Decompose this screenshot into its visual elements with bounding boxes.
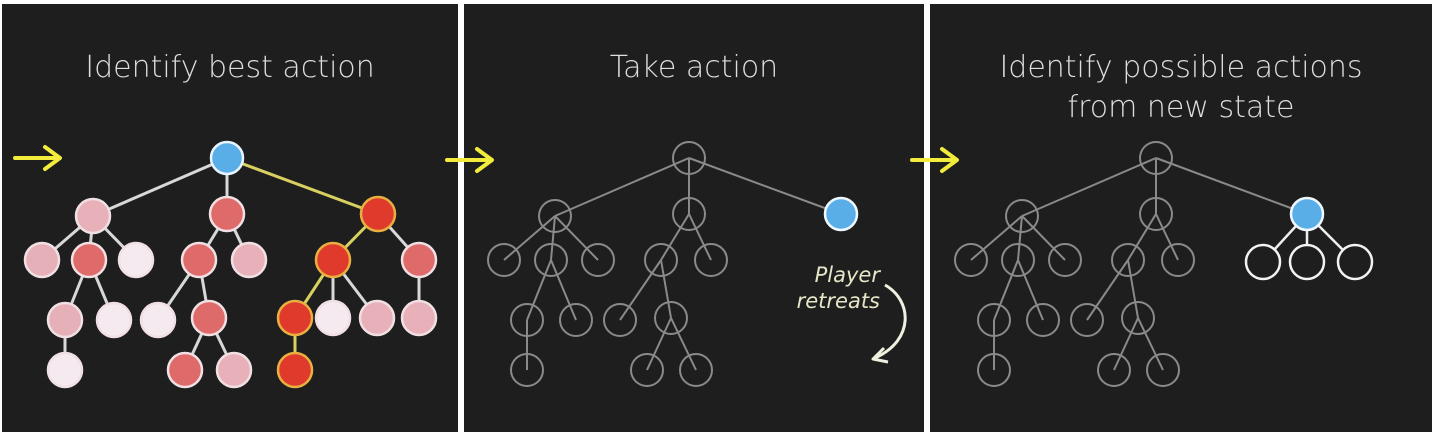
arrow-icon [910, 147, 959, 173]
tree-node [1005, 199, 1039, 233]
panel-title-line2: from new state [1067, 90, 1295, 125]
tree-node [1111, 243, 1145, 277]
tree-node [46, 351, 84, 389]
tree-edge [1127, 213, 1157, 261]
tree-edge [670, 317, 697, 371]
tree-edge [1021, 157, 1157, 217]
annotation-line2: retreats [796, 289, 880, 313]
tree-node [180, 241, 218, 279]
tree-node [1097, 353, 1131, 387]
tree-node [74, 197, 112, 235]
tree-node [644, 243, 678, 277]
tree-edge [526, 259, 552, 321]
tree-node [400, 241, 438, 279]
tree-node [581, 243, 615, 277]
tree-edge [619, 259, 662, 321]
tree-node [276, 351, 314, 389]
tree-edge [1086, 259, 1129, 321]
tree-node [400, 299, 438, 337]
possible-action-node [1336, 243, 1374, 281]
tree-edge [1017, 259, 1044, 321]
tree-node [1026, 303, 1060, 337]
arrowhead-icon [871, 346, 889, 364]
tree-node [1139, 141, 1173, 175]
tree-node [559, 303, 593, 337]
tree-edge [503, 215, 556, 261]
annotation-player-retreats: Player retreats [780, 262, 880, 314]
tree-node [1048, 243, 1082, 277]
annotation-line1: Player [814, 263, 880, 287]
tree-node [694, 243, 728, 277]
tree-edge [660, 259, 672, 319]
tree-edge [688, 157, 842, 215]
arrow-icon [13, 145, 62, 171]
tree-node [679, 353, 713, 387]
current-state-node [209, 140, 245, 176]
tree-node [654, 301, 688, 335]
possible-action-node [1288, 243, 1326, 281]
tree-edge [646, 317, 672, 371]
tree-edge [1021, 215, 1066, 261]
tree-edge [550, 215, 556, 261]
curved-arrow-icon [874, 283, 907, 360]
current-state-node [823, 196, 859, 232]
tree-node [190, 299, 228, 337]
tree-edge [993, 259, 1019, 321]
tree-edge [92, 156, 228, 218]
tree-node [538, 199, 572, 233]
tree-node [23, 241, 61, 279]
tree-node [314, 299, 352, 337]
tree-node [276, 299, 314, 337]
panel-possible-actions: Identify possible actions from new state [930, 4, 1432, 432]
tree-node [977, 353, 1011, 387]
tree-node [70, 241, 108, 279]
tree-node [208, 195, 246, 233]
tree-edge [1155, 157, 1308, 215]
tree-edge [1127, 259, 1139, 319]
tree-node [534, 243, 568, 277]
tree-node [1121, 301, 1155, 335]
tree-node [1139, 197, 1173, 231]
tree-node [1001, 243, 1035, 277]
tree-node [672, 197, 706, 231]
tree-node [166, 351, 204, 389]
tree-node [314, 241, 352, 279]
tree-node [510, 353, 544, 387]
tree-node [954, 243, 988, 277]
arrow-icon [445, 147, 494, 173]
panel-title: Identify best action [85, 50, 375, 85]
tree-node [46, 301, 84, 339]
panel-title-line1: Identify possible actions [999, 50, 1363, 85]
tree-node [1146, 353, 1180, 387]
tree-edge [1017, 215, 1023, 261]
tree-node [230, 241, 268, 279]
tree-edge [1137, 317, 1164, 371]
tree-edge [550, 259, 577, 321]
tree-node [1070, 303, 1104, 337]
tree-edge [970, 215, 1023, 261]
tree-node [630, 353, 664, 387]
tree-node [358, 299, 396, 337]
tree-node [603, 303, 637, 337]
tree-node [359, 195, 397, 233]
current-state-node [1289, 196, 1325, 232]
tree-edge [554, 157, 690, 217]
tree-edge [660, 213, 690, 261]
tree-node [117, 241, 155, 279]
tree-edge [226, 156, 379, 216]
tree-edge [554, 215, 599, 261]
tree-node [977, 303, 1011, 337]
tree-node [672, 141, 706, 175]
possible-action-node [1244, 243, 1282, 281]
tree-edge [688, 213, 712, 261]
tree-node [510, 303, 544, 337]
tree-node [1161, 243, 1195, 277]
tree-node [139, 301, 177, 339]
tree-edge [1113, 317, 1139, 371]
tree-node [215, 351, 253, 389]
tree-node [95, 301, 133, 339]
tree-node [487, 243, 521, 277]
panel-title: Take action [609, 50, 779, 85]
tree-edge [1155, 213, 1179, 261]
